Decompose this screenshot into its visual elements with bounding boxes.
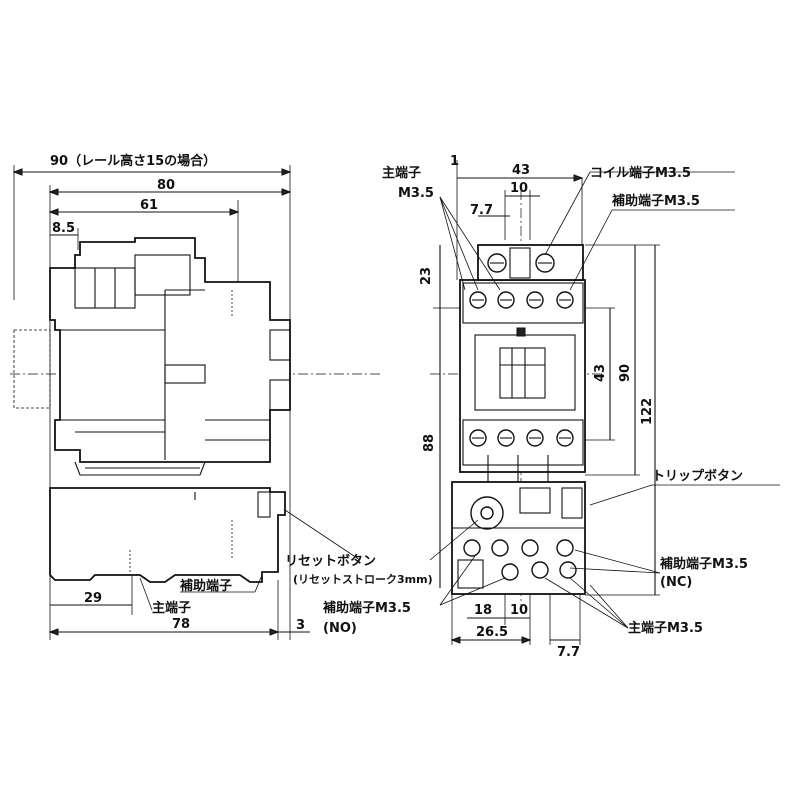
leader [429, 519, 479, 561]
dim-label-61: 61 [140, 198, 158, 213]
arrow [229, 208, 240, 216]
dim-label-10-bottom: 10 [510, 603, 528, 618]
leader [574, 549, 661, 574]
dim-label-26-5: 26.5 [476, 625, 508, 640]
leader [569, 209, 613, 291]
screw-icon [559, 561, 577, 579]
leader [439, 555, 476, 606]
leader [569, 577, 629, 629]
screw-icon [531, 561, 549, 579]
label-main-terminal-side: 主端子 [152, 600, 191, 616]
dim-label-90-rail: 90（レール高さ15の場合） [50, 153, 216, 169]
screw-icon [491, 539, 509, 557]
label-aux-no: 補助端子M3.5 [322, 600, 411, 616]
lower-main-terminals [462, 419, 584, 482]
label-trip-button: トリップボタン [652, 468, 743, 484]
dim-label-8-5: 8.5 [52, 221, 75, 236]
label-aux-terminal-side: 補助端子 [179, 578, 232, 594]
terminal-box [457, 559, 484, 589]
arrow [450, 636, 461, 644]
connector [74, 461, 206, 476]
overload-terminals [457, 539, 577, 589]
label-aux-terminal-top: 補助端子M3.5 [611, 193, 700, 209]
screw-icon [463, 539, 481, 557]
dim-label-43-top: 43 [512, 163, 530, 178]
dim-label-23: 23 [419, 267, 434, 285]
arrow [573, 174, 584, 182]
dim-label-18: 18 [474, 603, 492, 618]
dim-label-122: 122 [640, 398, 655, 425]
screw-icon [501, 563, 519, 581]
upper-main-terminals [462, 282, 584, 324]
leader [589, 484, 653, 506]
dial [519, 487, 551, 514]
indicator [499, 347, 546, 399]
dim-label-43-side: 43 [593, 364, 608, 382]
front-cover-top [269, 329, 291, 361]
plunger [164, 364, 206, 384]
arrow [48, 188, 59, 196]
contactor-side-body [49, 237, 291, 463]
arrow [281, 168, 292, 176]
dim-label-88: 88 [422, 434, 437, 452]
leader [439, 196, 501, 291]
dim-label-10-top: 10 [510, 181, 528, 196]
arrow [281, 188, 292, 196]
terminal-row [462, 419, 584, 466]
label-main-terminal-bottom: 主端子M3.5 [628, 620, 703, 636]
trip-button-icon [561, 487, 583, 519]
leader [569, 567, 661, 574]
leader [589, 584, 629, 629]
reset-button-center [480, 506, 494, 520]
leader [544, 171, 591, 256]
arrow [12, 168, 23, 176]
dim-label-80: 80 [157, 178, 175, 193]
screw-icon [556, 539, 574, 557]
leader-reset-side [284, 509, 361, 561]
leader [439, 196, 466, 291]
dim-label-78: 78 [172, 617, 190, 632]
leader-aux-terminal [254, 574, 263, 593]
arrow [48, 208, 59, 216]
dim-label-7-7-bottom: 7.7 [557, 645, 580, 660]
side-view: 90（レール高さ15の場合） 80 61 8.5 [10, 153, 380, 640]
label-reset-stroke: (リセットストローク3mm) [293, 573, 433, 586]
din-rail-outline [13, 329, 51, 409]
label-main-terminal-top: 主端子 [382, 165, 421, 181]
label-reset-button: リセットボタン [285, 553, 376, 569]
label-aux-nc-sub: (NC) [660, 575, 692, 590]
terminal-row [462, 282, 584, 324]
label-main-terminal-top-size: M3.5 [398, 186, 434, 201]
marker [516, 327, 526, 337]
leader [544, 577, 629, 629]
reset-button-side [257, 491, 271, 518]
front-cover-bottom [269, 379, 291, 411]
dim-label-1: 1 [450, 154, 459, 169]
dim-label-29: 29 [84, 591, 102, 606]
arrow [269, 628, 280, 636]
dim-label-90: 90 [618, 364, 633, 382]
front-view: 1 43 10 7.7 23 88 43 90 122 [285, 154, 780, 660]
leader [439, 196, 479, 291]
dim-label-3: 3 [296, 618, 305, 633]
upper-housing [134, 254, 191, 296]
label-coil-terminal: コイル端子M3.5 [590, 165, 691, 181]
leader-main-terminal [139, 577, 153, 611]
center-block [509, 247, 531, 279]
leader [439, 577, 506, 606]
arrow [521, 636, 532, 644]
screw-icon [521, 539, 539, 557]
label-aux-nc: 補助端子M3.5 [659, 556, 748, 572]
dim-label-7-7-top: 7.7 [470, 203, 493, 218]
label-aux-no-sub: (NO) [323, 621, 357, 636]
overload-relay-side-body [49, 487, 286, 583]
arrow [48, 628, 59, 636]
